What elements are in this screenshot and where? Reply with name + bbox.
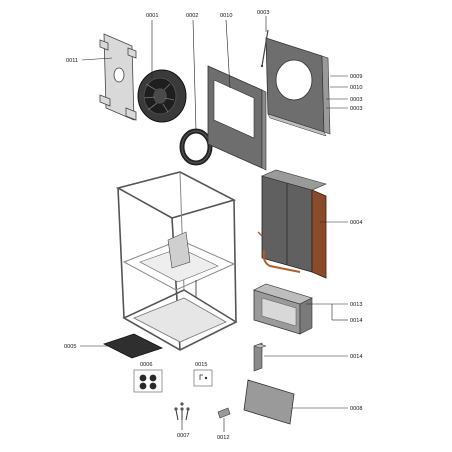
label-0014-a: 0014 [350, 318, 362, 324]
part-0001-fan [137, 69, 187, 123]
label-0003-right-1: 0003 [350, 97, 362, 103]
main-frame-cage [115, 171, 238, 351]
part-0009-front-panel [265, 37, 331, 137]
part-0007-screws [174, 402, 190, 421]
label-0005: 0005 [64, 344, 76, 350]
part-0012-clip [217, 407, 231, 419]
label-0009: 0009 [350, 74, 362, 80]
part-0008-panel [243, 379, 295, 425]
label-0012: 0012 [217, 435, 229, 441]
label-0010-right: 0010 [350, 85, 362, 91]
part-0005-filter [102, 333, 164, 359]
part-0011-bracket [99, 33, 137, 121]
part-0015-parts [193, 369, 213, 387]
label-0008: 0008 [350, 406, 362, 412]
label-0001: 0001 [146, 13, 158, 19]
part-0003-strip [260, 29, 269, 68]
label-0010-top: 0010 [220, 13, 232, 19]
label-0003-right-2: 0003 [350, 106, 362, 112]
label-0013: 0013 [350, 302, 362, 308]
part-0010-front-frame [207, 65, 267, 171]
label-0004: 0004 [350, 220, 362, 226]
label-0011: 0011 [66, 58, 78, 64]
part-0006-feet [133, 369, 163, 393]
label-0014-b: 0014 [350, 354, 362, 360]
part-0013-tray [253, 283, 313, 335]
part-0014-bracket [253, 342, 267, 372]
label-0002: 0002 [186, 13, 198, 19]
part-labels: 0001 0002 0010 0003 0011 0009 0010 0003 … [64, 10, 362, 441]
label-0015: 0015 [195, 362, 207, 368]
part-0004-coil [257, 169, 327, 279]
label-0003-top: 0003 [257, 10, 269, 16]
label-0006: 0006 [140, 362, 152, 368]
label-0007: 0007 [177, 433, 189, 439]
leader-lines [80, 16, 348, 432]
part-0002-fan-ring [179, 128, 213, 166]
